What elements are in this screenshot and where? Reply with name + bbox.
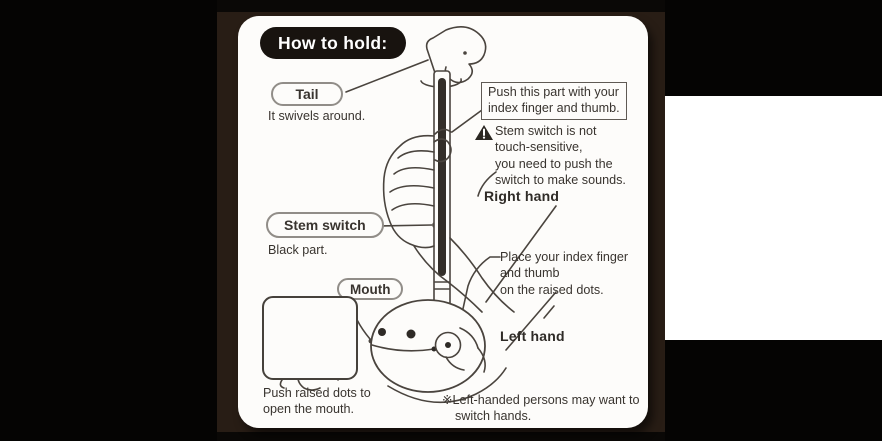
stem-switch-dot — [432, 222, 438, 228]
eye-right — [406, 329, 416, 339]
eye-left — [378, 328, 386, 336]
page-white-panel — [665, 96, 882, 340]
stem-switch-label: Stem switch — [284, 217, 366, 233]
bottom-letterbox-bar — [217, 432, 665, 441]
mouth-leader-dot — [368, 338, 374, 344]
push-instruction-box: Push this part with your index finger an… — [481, 82, 627, 121]
raised-dot-thumb — [434, 331, 462, 359]
push-box-leader-line — [451, 109, 483, 133]
warning-icon — [475, 125, 493, 140]
tail-drawing — [425, 26, 487, 84]
page-title: How to hold: — [278, 32, 388, 53]
tail-leader-line — [345, 59, 429, 93]
place-fingers-leader-line — [456, 256, 501, 337]
left-hand-label: Left hand — [500, 328, 565, 344]
swivel-arc-icon — [420, 78, 462, 88]
inset-caption: Push raised dots to open the mouth. — [263, 386, 371, 416]
left-hand-slash — [543, 305, 555, 319]
stem-switch-pill: Stem switch — [266, 212, 384, 238]
top-letterbox-bar — [217, 0, 665, 12]
stem-switch-caption: Black part. — [268, 243, 328, 257]
inset-box — [262, 296, 358, 380]
mouth-line — [371, 344, 435, 352]
title-pill: How to hold: — [260, 27, 406, 59]
place-fingers-note: Place your index finger and thumb on the… — [500, 250, 629, 297]
footnote: ※Left-handed persons may want to switch … — [442, 393, 640, 423]
tail-pill: Tail — [271, 82, 343, 106]
stem-drawing — [433, 70, 451, 314]
instruction-card: How to hold: Tail It swivels around. Pus… — [238, 16, 648, 428]
tail-caption: It swivels around. — [268, 109, 366, 123]
product-photo: How to hold: Tail It swivels around. Pus… — [217, 0, 665, 441]
tail-label: Tail — [295, 86, 319, 102]
mouth-label: Mouth — [350, 281, 391, 297]
right-hand-label: Right hand — [484, 188, 560, 204]
warning-text: Stem switch is not touch-sensitive, you … — [495, 124, 626, 187]
body-drawing — [370, 299, 507, 404]
stem-switch-leader-line — [375, 224, 433, 227]
mouth-pill: Mouth — [337, 278, 404, 300]
stem-switch-strip — [438, 78, 446, 276]
